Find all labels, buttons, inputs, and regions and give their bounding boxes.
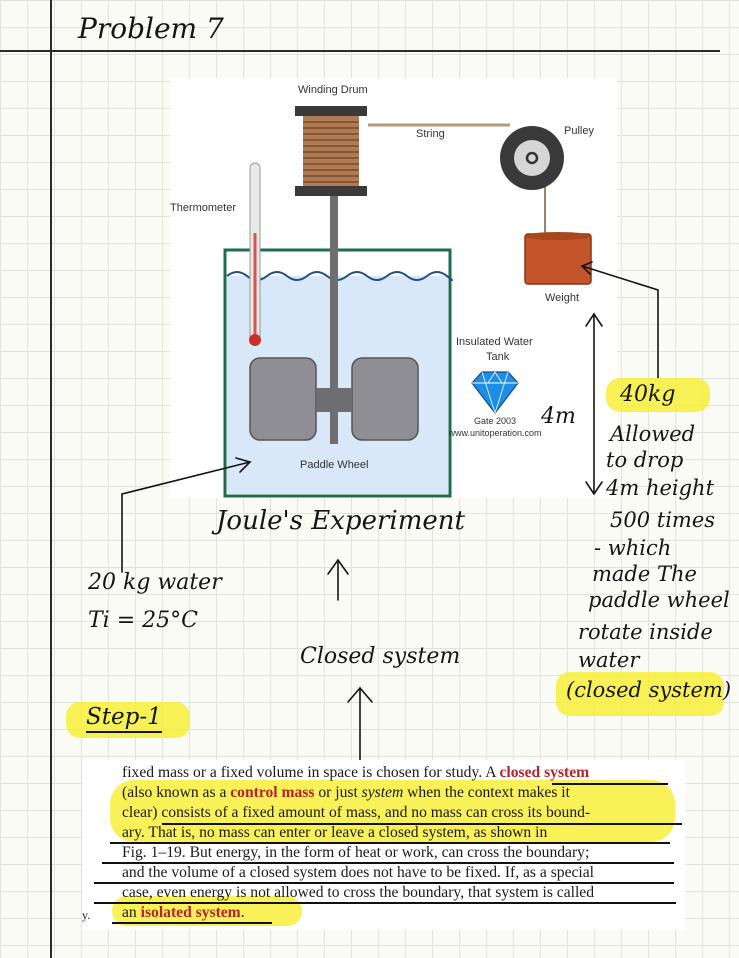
diagram-drawing: [223, 106, 592, 498]
excerpt-text: .: [240, 904, 245, 921]
header-line: [0, 50, 720, 52]
label-winding-drum: Winding Drum: [298, 84, 368, 96]
note-desc-2: to drop: [606, 448, 684, 472]
excerpt-line-8: an isolated system.: [122, 904, 662, 922]
term-control-mass: control mass: [230, 784, 315, 801]
underline-5: [102, 862, 674, 864]
highlight-mass: [606, 378, 710, 412]
underline-8: [112, 922, 272, 924]
term-system: system: [361, 784, 404, 801]
excerpt-text: or just: [314, 784, 362, 801]
joule-diagram: Winding Drum String Pulley Thermometer W…: [170, 78, 617, 498]
term-isolated-system: isolated system: [140, 904, 241, 921]
excerpt-line-3: clear) consists of a fixed amount of mas…: [122, 804, 591, 821]
note-desc-3: 4m height: [606, 476, 715, 500]
excerpt-line-1: fixed mass or a fixed volume in space is…: [122, 764, 662, 782]
caption-joules-experiment: Joule's Experiment: [216, 506, 465, 536]
note-desc-4: 500 times: [610, 508, 716, 532]
excerpt-line-4: ary. That is, no mass can enter or leave…: [122, 824, 548, 841]
source-year: Gate 2003: [473, 416, 517, 426]
note-desc-6: made The: [592, 562, 697, 586]
excerpt-text: an: [122, 904, 141, 921]
excerpt-text: fixed mass or a fixed volume in space is…: [122, 764, 500, 781]
note-desc-7: paddle wheel: [588, 588, 730, 612]
label-weight: Weight: [545, 292, 580, 304]
page-title: Problem 7: [78, 12, 224, 45]
textbook-excerpt: fixed mass or a fixed volume in space is…: [82, 760, 685, 930]
underline-1: [552, 783, 668, 785]
excerpt-text: when the context makes it: [403, 784, 570, 801]
note-weight-mass: 40kg: [620, 382, 676, 407]
label-thermometer: Thermometer: [170, 202, 237, 214]
label-tank-line1: Insulated Water: [456, 336, 533, 348]
label-string: String: [416, 128, 445, 140]
excerpt-highlight-top: [110, 780, 675, 842]
note-height: 4m: [541, 404, 576, 429]
term-closed-system: closed system: [499, 764, 590, 781]
note-closed-system: Closed system: [300, 644, 461, 669]
excerpt-margin-mark: y.: [82, 908, 91, 922]
note-desc-9: water: [578, 648, 640, 672]
excerpt-line-2: (also known as a control mass or just sy…: [122, 784, 662, 802]
underline-4: [110, 842, 670, 844]
excerpt-highlight-bottom: [112, 896, 302, 926]
excerpt-line-5: Fig. 1–19. But energy, in the form of he…: [122, 844, 590, 861]
label-tank-line2: Tank: [486, 351, 510, 363]
underline-7: [94, 902, 676, 904]
underline-6: [94, 882, 674, 884]
note-desc-1: Allowed: [610, 422, 696, 446]
note-desc-10: (closed system): [566, 678, 732, 702]
source-url: www.unitoperation.com: [448, 428, 542, 438]
step-label: Step-1: [86, 704, 162, 733]
excerpt-line-7: case, even energy is not allowed to cros…: [122, 884, 595, 901]
label-pulley: Pulley: [564, 125, 594, 137]
label-paddle-wheel: Paddle Wheel: [300, 459, 369, 471]
highlight-closed-system-note: [556, 672, 724, 716]
note-initial-temp: Ti = 25°C: [88, 608, 198, 633]
excerpt-text: (also known as a: [122, 784, 231, 801]
note-desc-5: - which: [594, 536, 672, 560]
underline-3: [162, 823, 682, 825]
excerpt-line-6: and the volume of a closed system does n…: [122, 864, 595, 881]
note-water-mass: 20 kg water: [88, 570, 222, 595]
margin-line: [50, 0, 52, 958]
note-desc-8: rotate inside: [578, 620, 713, 644]
